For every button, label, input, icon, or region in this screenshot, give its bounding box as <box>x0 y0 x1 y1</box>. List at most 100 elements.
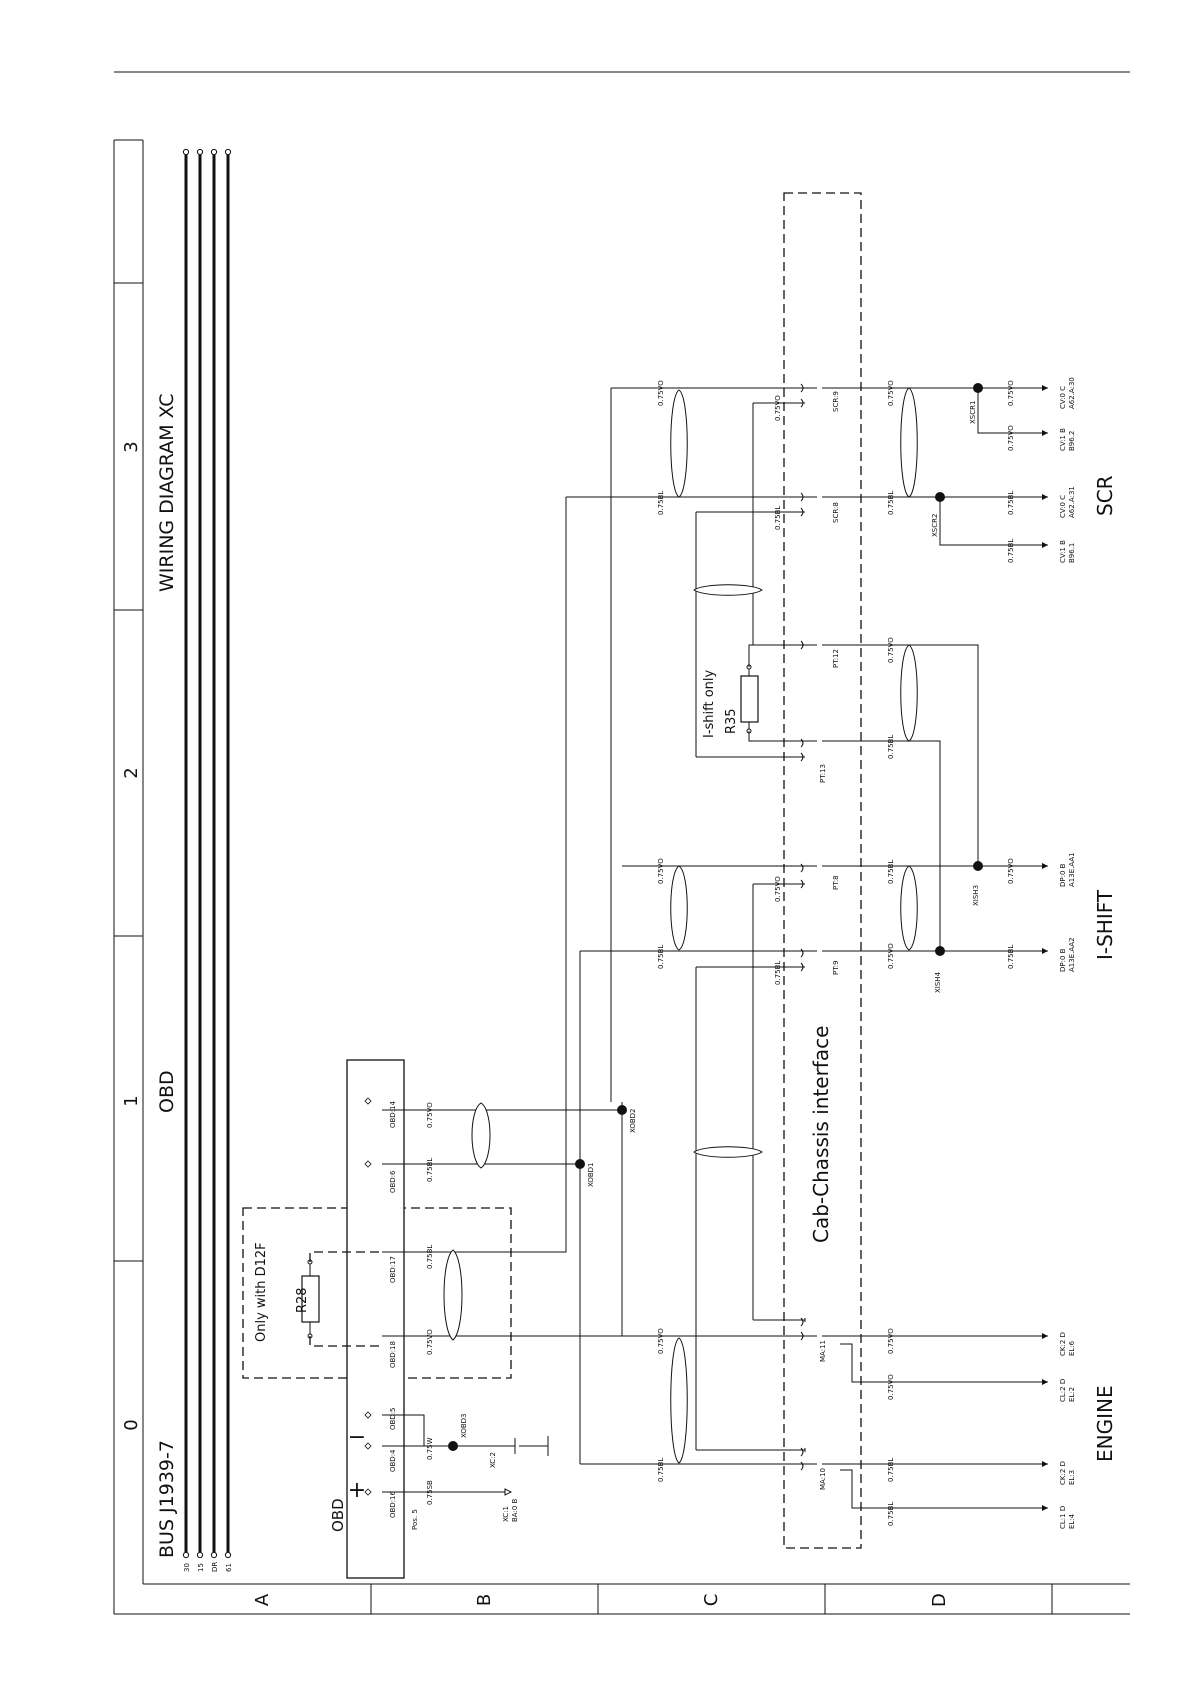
wire-label-i-pt8: 0.75VO <box>774 876 782 902</box>
wire-label-c-scr8: 0.75BL <box>657 491 665 515</box>
obd-pin-18: OBD:18 <box>389 1341 397 1368</box>
endpoint-cv0b-line2: A62.A:30 <box>1068 377 1076 409</box>
row-label-b: B <box>474 1594 495 1606</box>
cab-chassis-interface-box <box>783 192 862 1549</box>
r35-note: I-shift only <box>702 669 717 738</box>
endpoint-dp0b-line1: DP:0 B <box>1059 863 1067 887</box>
wire-label-i-pt9: 0.75BL <box>774 961 782 985</box>
bus-lines <box>182 148 232 1559</box>
r35-label: R35 <box>724 708 739 734</box>
splice-xscr1-label: XSCR1 <box>969 401 977 424</box>
cab-chassis-interface-label: Cab-Chassis interface <box>809 1026 833 1243</box>
splice-xobd2-label: XOBD2 <box>629 1108 637 1133</box>
connector-pt12: PT:12 <box>832 649 840 668</box>
endpoint-ck2b-line1: CK:2 D <box>1059 1332 1067 1356</box>
row-label-d: D <box>929 1593 950 1607</box>
diagram-title: WIRING DIAGRAM XC <box>156 393 178 592</box>
xc1-ref-line1: XC:1 <box>502 1506 510 1522</box>
connector-scr8: SCR:8 <box>832 502 840 523</box>
bus-line-label-30: 30 <box>183 1563 191 1572</box>
connector-ma11: MA:11 <box>819 1340 827 1362</box>
twisted-pair-markers <box>443 387 918 1464</box>
wire-label-d-ma11b: 0.75VO <box>887 1374 895 1400</box>
wire-label-e-scr8b: 0.75BL <box>1007 539 1015 563</box>
endpoint-cv1b-line1: CV:1 B <box>1059 428 1067 451</box>
endpoint-dp0b-line2: A13E.AA1 <box>1068 852 1076 887</box>
obd-section-title: OBD <box>156 1070 178 1113</box>
connector-pt13: PT:13 <box>819 764 827 783</box>
obd-pin-14: OBD:14 <box>389 1100 397 1128</box>
bus-title: BUS J1939-7 <box>156 1440 178 1558</box>
obd-pin-4: OBD:4 <box>389 1449 397 1472</box>
wire-label-d-pt9: 0.75VO <box>887 943 895 969</box>
r28-label: R28 <box>295 1287 310 1313</box>
wire-label-obd16: 0.75SB <box>426 1480 434 1505</box>
connector-scr9: SCR:9 <box>832 391 840 412</box>
xc1-ref-line2: BA:0 B <box>511 1498 519 1522</box>
wire-label-d-pt13: 0.75BL <box>887 735 895 759</box>
splice-xscr1-dot <box>973 383 983 393</box>
wire-label-c-ma10: 0.75BL <box>657 1458 665 1482</box>
splice-xish4-dot <box>935 946 945 956</box>
obd-pin-17: OBD:17 <box>389 1256 397 1283</box>
obd-pin-5: OBD:5 <box>389 1407 397 1430</box>
splice-xish4-label: XISH4 <box>934 971 942 993</box>
wire-label-e-scr9: 0.75VO <box>1007 380 1015 406</box>
endpoint-ck2b-line2: EL:6 <box>1068 1340 1076 1356</box>
wire-label-d-pt12: 0.75VO <box>887 637 895 663</box>
bus-line-label-15: 15 <box>197 1563 205 1572</box>
endpoint-cv1a-line1: CV:1 B <box>1059 540 1067 563</box>
wire-label-d-ma11: 0.75VO <box>887 1328 895 1354</box>
column-label-2: 2 <box>121 767 142 778</box>
section-scr-label: SCR <box>1093 475 1117 516</box>
bus-line-label-61: 61 <box>225 1563 233 1572</box>
row-label-c: C <box>701 1594 722 1607</box>
endpoint-cl1-line2: EL:4 <box>1068 1513 1076 1529</box>
endpoint-cv0a-line2: A62.A:31 <box>1068 486 1076 518</box>
wire-label-c-scr9: 0.75VO <box>657 380 665 406</box>
endpoint-cl2-line1: CL:2 D <box>1059 1379 1067 1402</box>
wire-label-d-ma10b: 0.75BL <box>887 1502 895 1526</box>
wire-label-c-pt8: 0.75VO <box>657 858 665 884</box>
splice-xobd2-dot <box>617 1105 627 1115</box>
endpoint-cl2-line2: EL:2 <box>1068 1387 1076 1402</box>
endpoint-cv0a-line1: CV:0 C <box>1059 495 1067 518</box>
endpoint-ck2a-line2: EL:3 <box>1068 1470 1076 1485</box>
section-engine-label: ENGINE <box>1093 1385 1117 1462</box>
wire-label-i-scr8: 0.75BL <box>774 506 782 530</box>
wire-label-e-scr9b: 0.75VO <box>1007 425 1015 451</box>
column-label-1: 1 <box>121 1095 142 1106</box>
wire-label-d-pt8: 0.75BL <box>887 860 895 884</box>
endpoint-ck2a-line1: CK:2 D <box>1059 1461 1067 1485</box>
connector-ma10: MA:10 <box>819 1468 827 1490</box>
wire-label-d-scr8: 0.75BL <box>887 491 895 515</box>
wire-label-e-pt8: 0.75VO <box>1007 858 1015 884</box>
wiring <box>382 385 1048 1511</box>
row-label-a: A <box>252 1593 273 1606</box>
splice-xscr2-dot <box>935 492 945 502</box>
section-ishift-label: I-SHIFT <box>1093 889 1117 960</box>
splice-xobd3-dot <box>448 1441 458 1451</box>
endpoint-dp0a-line1: DP:0 B <box>1059 948 1067 972</box>
splice-xobd1-dot <box>575 1159 585 1169</box>
splice-xobd3-label: XOBD3 <box>460 1413 468 1438</box>
endpoint-dp0a-line2: A13E.AA2 <box>1068 937 1076 972</box>
splice-xish3-dot <box>973 861 983 871</box>
endpoint-cv1b-line2: B96.2 <box>1068 431 1076 451</box>
splice-points <box>448 383 983 1451</box>
obd-minus-sign: − <box>348 1425 366 1450</box>
obd-pos-note: Pos. 5 <box>411 1509 419 1530</box>
splice-xish3-label: XISH3 <box>972 885 980 906</box>
connector-pt8: PT:8 <box>832 875 840 890</box>
obd-block-label: OBD <box>329 1498 347 1532</box>
splice-xscr2-label: XSCR2 <box>931 514 939 537</box>
connector-pt9: PT:9 <box>832 960 840 975</box>
splice-xobd1-label: XOBD1 <box>587 1162 595 1187</box>
r35-resistor <box>740 664 759 734</box>
wire-label-e-scr8: 0.75BL <box>1007 491 1015 515</box>
wire-label-obd18: 0.75VO <box>426 1329 434 1355</box>
wire-label-c-pt9: 0.75BL <box>657 945 665 969</box>
bus-line-label-dr: DR <box>211 1562 219 1572</box>
xc2-ref: XC:2 <box>489 1452 497 1468</box>
